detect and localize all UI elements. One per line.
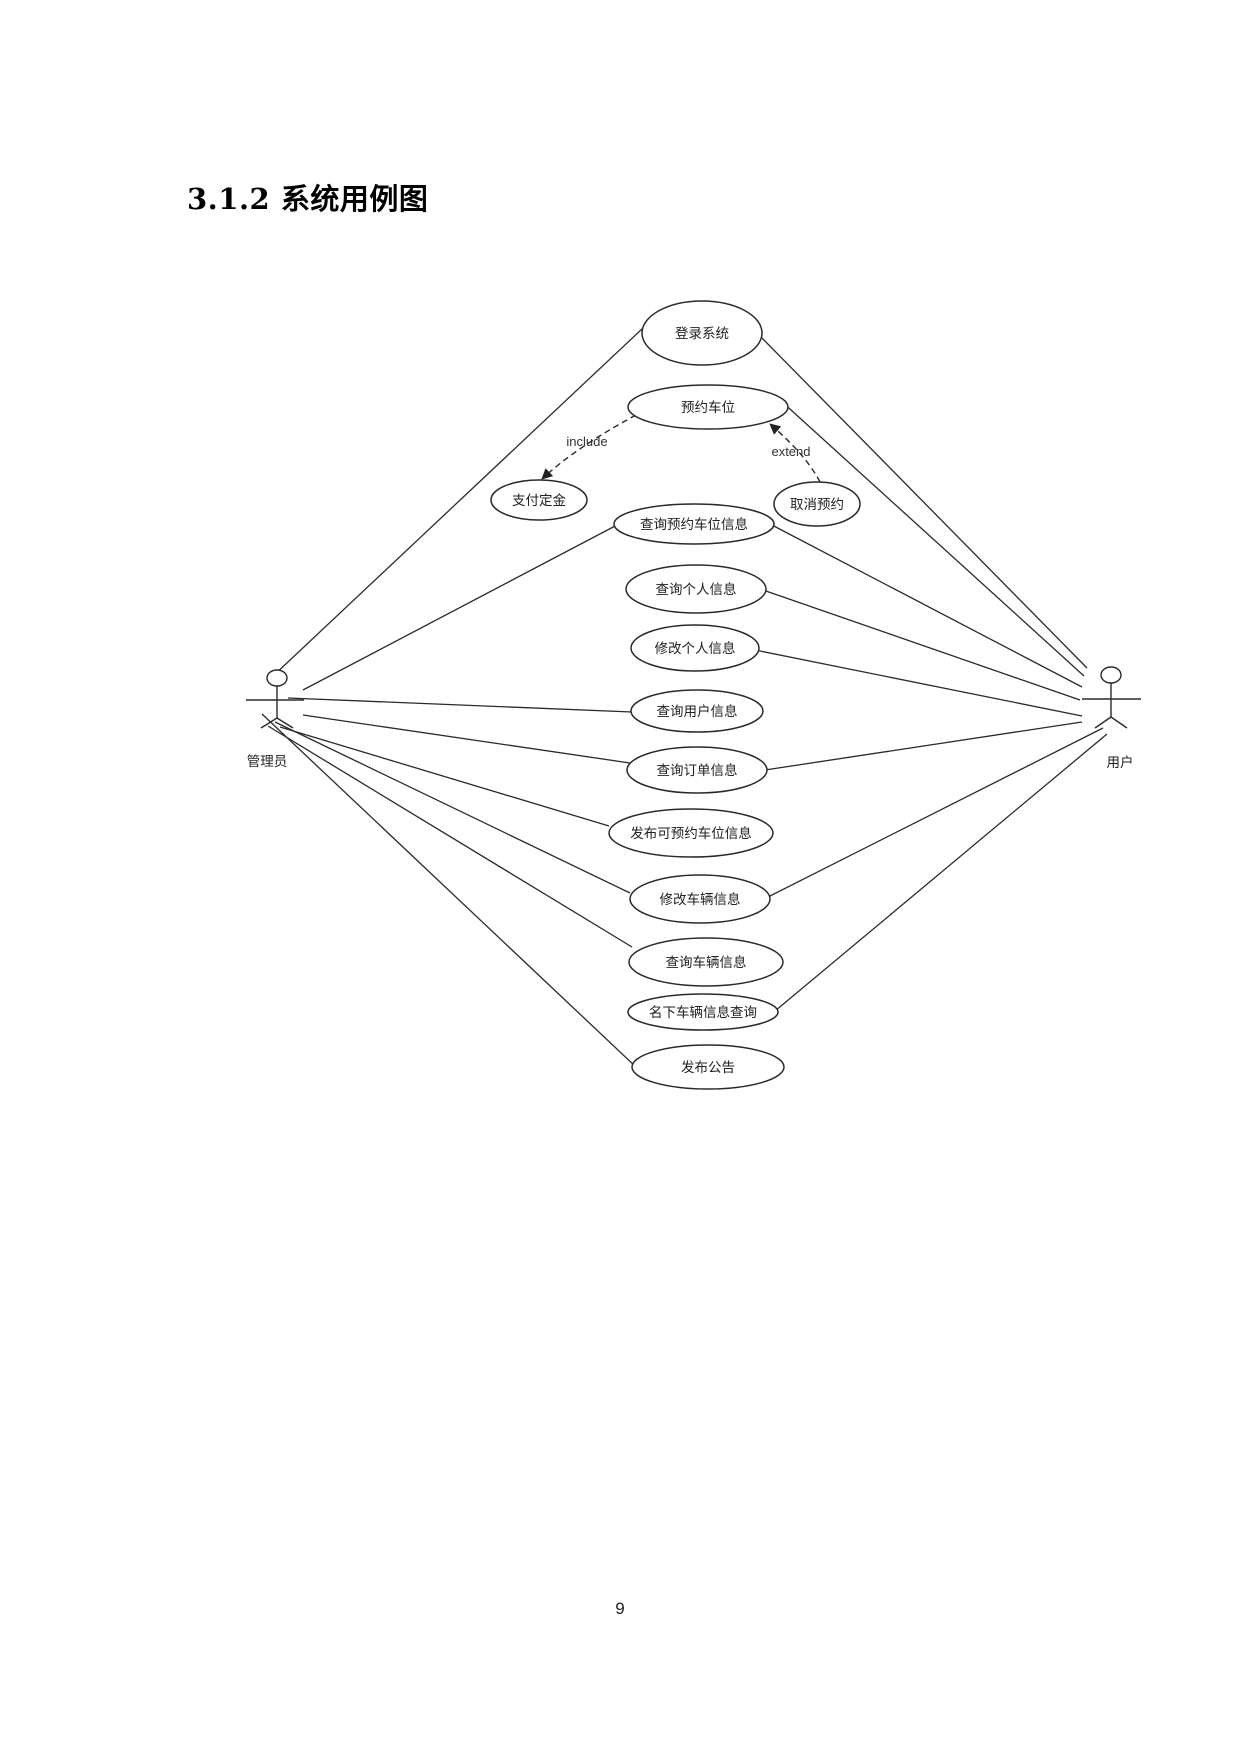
- use-case-ellipse: [630, 689, 764, 733]
- association-line: [267, 725, 633, 948]
- use-case-ellipse: [773, 481, 861, 527]
- use-case-label: 查询个人信息: [656, 581, 737, 597]
- include-label: include: [566, 434, 607, 449]
- association-line: [287, 697, 633, 713]
- use-case-query-vehicle: 查询车辆信息: [628, 937, 784, 987]
- use-case-ellipse: [641, 300, 763, 366]
- use-case-query-users: 查询用户信息: [630, 689, 764, 733]
- use-case-query-own-vehicles: 名下车辆信息查询: [627, 993, 779, 1031]
- association-line: [302, 524, 618, 691]
- dependency-relations: include extend: [541, 414, 821, 483]
- use-case-label: 查询订单信息: [657, 762, 738, 778]
- use-case-reserve: 预约车位: [627, 384, 789, 430]
- actor-label: 用户: [1107, 754, 1134, 770]
- actor-head: [266, 669, 288, 687]
- extend-label: extend: [771, 444, 810, 459]
- use-case-ellipse: [630, 624, 760, 672]
- use-case-ellipse: [628, 937, 784, 987]
- use-case-edit-personal: 修改个人信息: [630, 624, 760, 672]
- actor-leg-left: [1094, 716, 1112, 729]
- use-case-query-reserved: 查询预约车位信息: [613, 503, 775, 545]
- actor-leg-left: [260, 717, 278, 729]
- use-case-ellipse: [626, 746, 768, 794]
- use-case-label: 查询用户信息: [657, 703, 738, 719]
- use-case-label: 修改车辆信息: [660, 891, 741, 907]
- use-case-ellipse: [625, 564, 767, 614]
- use-case-publish-spots: 发布可预约车位信息: [608, 808, 774, 858]
- use-case-label: 查询预约车位信息: [640, 516, 748, 532]
- extend-relation: [769, 423, 821, 483]
- association-line: [759, 335, 1088, 669]
- use-case-label: 名下车辆信息查询: [649, 1004, 757, 1020]
- association-line: [271, 327, 644, 678]
- actor-admin: 管理员: [246, 669, 304, 769]
- use-case-label: 查询车辆信息: [666, 954, 747, 970]
- association-lines: [261, 327, 1108, 1068]
- use-case-label: 登录系统: [675, 326, 729, 341]
- association-line: [769, 523, 1083, 688]
- use-case-announce: 发布公告: [631, 1044, 785, 1090]
- association-line: [261, 713, 637, 1068]
- include-relation: [541, 414, 637, 480]
- use-case-cancel: 取消预约: [773, 481, 861, 527]
- association-line: [754, 649, 1083, 717]
- use-case-edit-vehicle: 修改车辆信息: [629, 874, 771, 924]
- actor-user: 用户: [1082, 666, 1141, 770]
- use-case-login: 登录系统: [641, 300, 763, 366]
- use-case-ellipse: [613, 503, 775, 545]
- use-case-label: 支付定金: [512, 493, 566, 508]
- use-case-label: 修改个人信息: [655, 640, 736, 656]
- association-line: [302, 714, 631, 764]
- use-case-ellipse: [490, 479, 588, 521]
- actor-head: [1100, 666, 1122, 684]
- actor-label: 管理员: [247, 754, 288, 769]
- use-case-ellipse: [627, 993, 779, 1031]
- actors: 管理员 用户: [246, 666, 1141, 770]
- association-line: [764, 721, 1083, 771]
- association-line: [779, 399, 1085, 677]
- association-line: [274, 721, 631, 894]
- association-line: [279, 726, 610, 827]
- use-case-label: 取消预约: [790, 497, 844, 512]
- use-case-ellipse: [631, 1044, 785, 1090]
- association-line: [774, 733, 1108, 1012]
- use-case-query-orders: 查询订单信息: [626, 746, 768, 794]
- association-line: [767, 727, 1104, 898]
- page-number: 9: [615, 1599, 625, 1618]
- use-case-query-personal: 查询个人信息: [625, 564, 767, 614]
- actor-leg-right: [1110, 716, 1128, 729]
- use-case-ellipse: [608, 808, 774, 858]
- association-line: [762, 589, 1081, 701]
- use-case-ellipse: [627, 384, 789, 430]
- use-case-label: 发布公告: [681, 1060, 735, 1075]
- use-case-label: 发布可预约车位信息: [630, 825, 752, 841]
- actor-leg-right: [276, 717, 294, 729]
- use-case-ellipse: [629, 874, 771, 924]
- use-case-pay: 支付定金: [490, 479, 588, 521]
- use-case-label: 预约车位: [681, 399, 735, 415]
- section-heading: 3.1.2 系统用例图: [187, 182, 429, 216]
